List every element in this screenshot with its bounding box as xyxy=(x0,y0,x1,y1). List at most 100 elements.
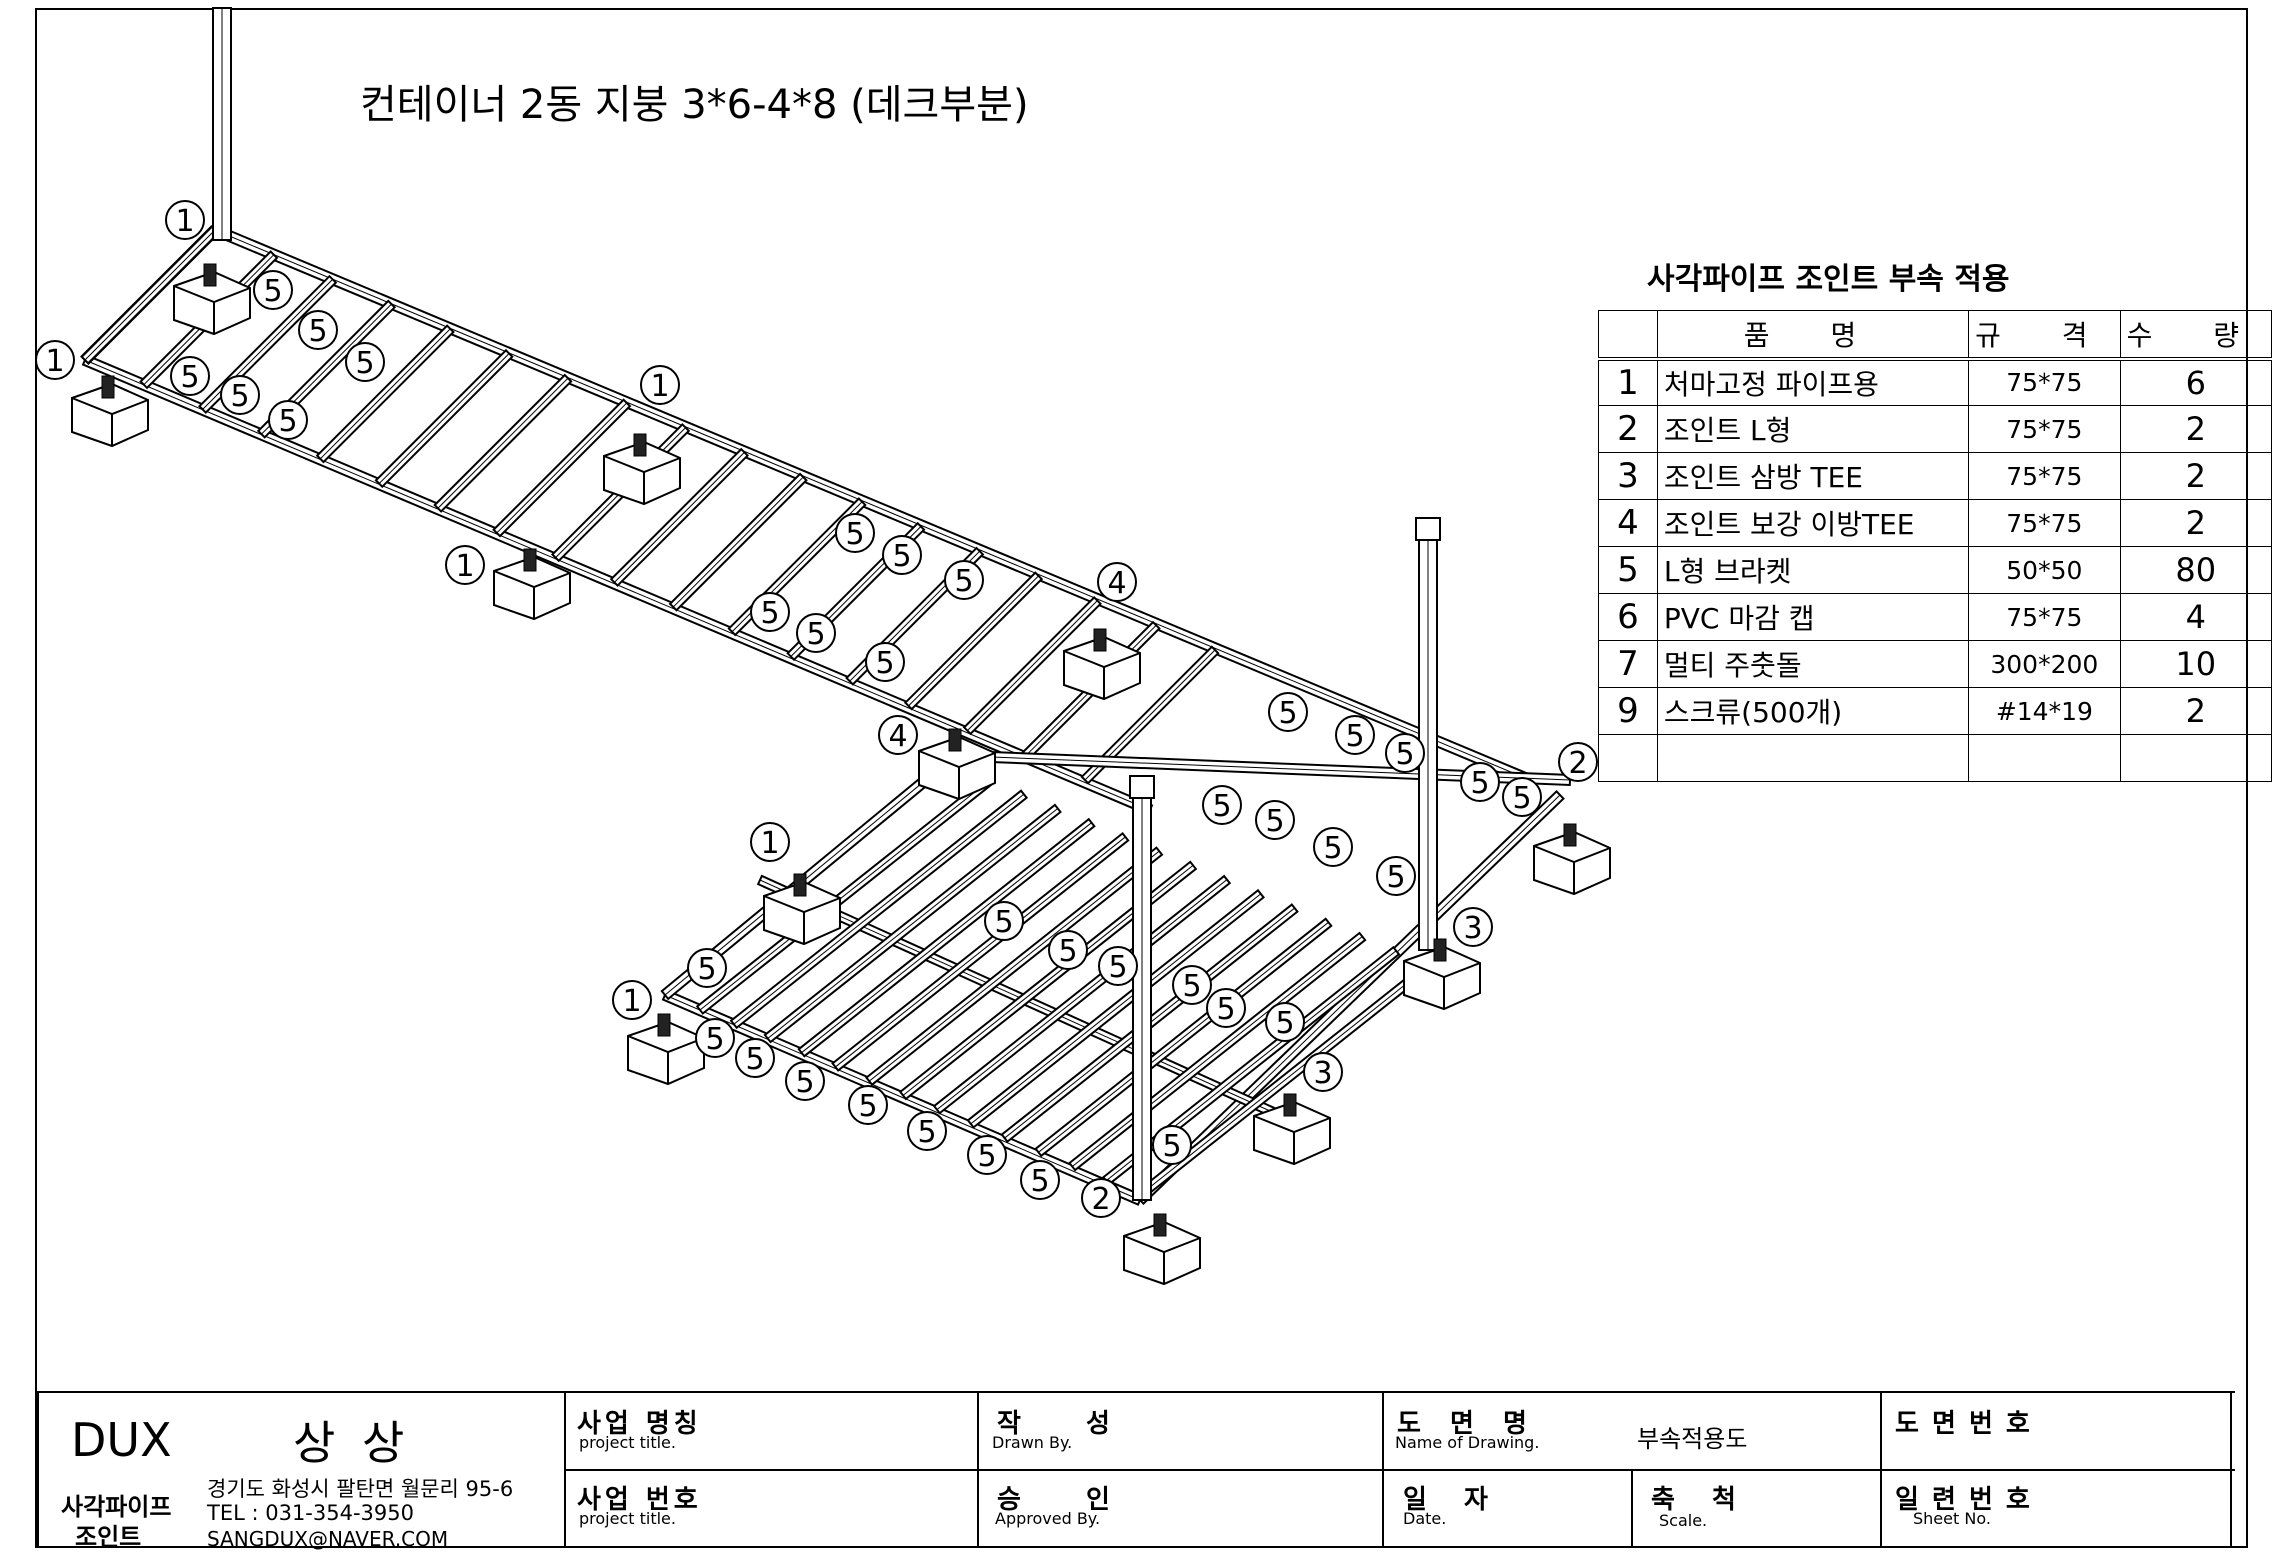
part-callout-balloon: 5 xyxy=(1376,856,1416,896)
parts-table-header: 품 명 규 격 수 량 xyxy=(1598,310,2272,361)
parts-cell-name: 조인트 보강 이방TEE xyxy=(1656,499,1970,547)
part-callout-balloon: 5 xyxy=(345,342,385,382)
svg-text:5: 5 xyxy=(760,596,779,631)
parts-cell-no: 4 xyxy=(1598,499,1658,547)
part-callout-balloon: 5 xyxy=(944,560,984,600)
joist-lower xyxy=(763,803,1062,1044)
brand-logo-text: DUX xyxy=(71,1413,172,1467)
svg-text:5: 5 xyxy=(917,1115,936,1150)
footing-stone xyxy=(1533,823,1611,896)
title-block: DUX 상 상 사각파이프 조인트 경기도 화성시 팔탄면 월문리 95-6 T… xyxy=(37,1391,2235,1551)
parts-cell-name: 처마고정 파이프용 xyxy=(1656,358,1970,406)
part-callout-balloon: 5 xyxy=(298,310,338,350)
svg-text:5: 5 xyxy=(1162,1129,1181,1164)
joist-lower xyxy=(831,831,1130,1072)
svg-text:5: 5 xyxy=(1058,934,1077,969)
svg-text:5: 5 xyxy=(697,952,716,987)
footing-stone xyxy=(71,375,149,448)
part-callout-balloon: 5 xyxy=(695,1018,735,1058)
parts-cell-no: 3 xyxy=(1598,452,1658,500)
part-callout-balloon: 5 xyxy=(796,613,836,653)
part-callout-balloon: 5 xyxy=(1202,785,1242,825)
part-callout-balloon: 5 xyxy=(735,1038,775,1078)
svg-text:1: 1 xyxy=(760,826,779,861)
part-callout-balloon: 4 xyxy=(1097,562,1137,602)
part-callout-balloon: 1 xyxy=(640,365,680,405)
parts-cell-no: 2 xyxy=(1598,405,1658,453)
scale-sub: Scale. xyxy=(1659,1511,1708,1530)
part-callout-balloon: 1 xyxy=(445,545,485,585)
product-line-2: 조인트 xyxy=(75,1523,142,1551)
part-callout-balloon: 5 xyxy=(687,948,727,988)
svg-text:5: 5 xyxy=(263,274,282,309)
scale-label: 축 척 xyxy=(1651,1485,1750,1515)
sheet-no-label: 일 련 번 호 xyxy=(1895,1485,2032,1515)
footing-stone xyxy=(493,548,571,621)
svg-text:5: 5 xyxy=(954,564,973,599)
parts-cell-spec: 75*75 xyxy=(1968,593,2121,641)
drawing-name-sub: Name of Drawing. xyxy=(1395,1433,1540,1452)
parts-cell-name: L형 브라켓 xyxy=(1656,546,1970,594)
parts-cell-qty: 2 xyxy=(2119,452,2272,500)
svg-text:5: 5 xyxy=(1278,696,1297,731)
parts-cell-qty: 2 xyxy=(2119,405,2272,453)
joist-upper xyxy=(903,571,1044,711)
svg-text:5: 5 xyxy=(355,346,374,381)
part-callout-balloon: 5 xyxy=(1152,1125,1192,1165)
parts-cell-name: 조인트 L형 xyxy=(1656,405,1970,453)
joist-upper xyxy=(315,324,455,464)
part-callout-balloon: 5 xyxy=(220,375,260,415)
svg-text:5: 5 xyxy=(705,1022,724,1057)
svg-text:5: 5 xyxy=(1030,1164,1049,1199)
svg-text:5: 5 xyxy=(1216,992,1235,1027)
joist-upper xyxy=(962,595,1102,736)
header-no xyxy=(1598,310,1658,361)
part-callout-balloon: 5 xyxy=(1206,988,1246,1028)
svg-text:5: 5 xyxy=(745,1042,764,1077)
parts-cell-spec: 75*75 xyxy=(1968,452,2121,500)
svg-text:1: 1 xyxy=(45,344,64,379)
part-callout-balloon: 5 xyxy=(268,400,308,440)
parts-cell-no: 5 xyxy=(1598,546,1658,594)
parts-cell-no xyxy=(1598,734,1658,782)
company-tel: TEL : 031-354-3950 xyxy=(207,1501,414,1525)
footing-stone xyxy=(173,263,251,336)
part-callout-balloon: 1 xyxy=(165,200,205,240)
company-address: 경기도 화성시 팔탄면 월문리 95-6 xyxy=(207,1477,514,1501)
part-callout-balloon: 5 xyxy=(785,1061,825,1101)
svg-text:5: 5 xyxy=(845,517,864,552)
container-post xyxy=(212,7,232,241)
parts-cell-qty: 2 xyxy=(2119,499,2272,547)
parts-cell-spec: #14*19 xyxy=(1968,687,2121,735)
part-callout-balloon: 5 xyxy=(1098,946,1138,986)
project-no-label: 사업 번호 xyxy=(577,1485,702,1515)
joist-lower xyxy=(729,789,1029,1030)
joist-upper xyxy=(433,373,573,513)
header-spec: 규 격 xyxy=(1968,310,2121,361)
svg-text:4: 4 xyxy=(888,719,907,754)
project-no-sub: project title. xyxy=(579,1509,676,1528)
date-label: 일 자 xyxy=(1403,1485,1502,1515)
part-callout-balloon: 5 xyxy=(1460,762,1500,802)
parts-cell-qty: 10 xyxy=(2119,640,2272,688)
parts-cell-name: PVC 마감 캡 xyxy=(1656,593,1970,641)
parts-cell-spec: 75*75 xyxy=(1968,499,2121,547)
part-callout-balloon: 5 xyxy=(984,901,1024,941)
parts-cell-name: 스크류(500개) xyxy=(1656,687,1970,735)
svg-text:5: 5 xyxy=(1345,719,1364,754)
parts-cell-spec: 300*200 xyxy=(1968,640,2121,688)
approved-by-label: 승 인 xyxy=(997,1485,1138,1515)
svg-text:5: 5 xyxy=(1265,804,1284,839)
svg-text:5: 5 xyxy=(994,905,1013,940)
part-callout-balloon: 2 xyxy=(1081,1178,1121,1218)
part-callout-balloon: 1 xyxy=(612,980,652,1020)
part-callout-balloon: 1 xyxy=(35,340,75,380)
